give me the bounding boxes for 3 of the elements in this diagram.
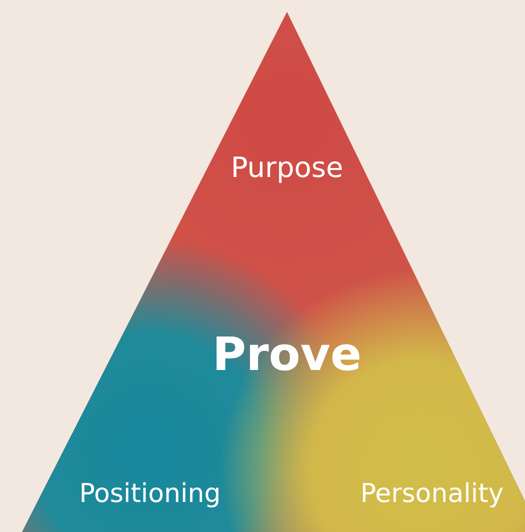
corner-label: Personality xyxy=(360,481,504,507)
corner-label: Positioning xyxy=(79,481,221,507)
apex-label: Purpose xyxy=(230,154,344,182)
